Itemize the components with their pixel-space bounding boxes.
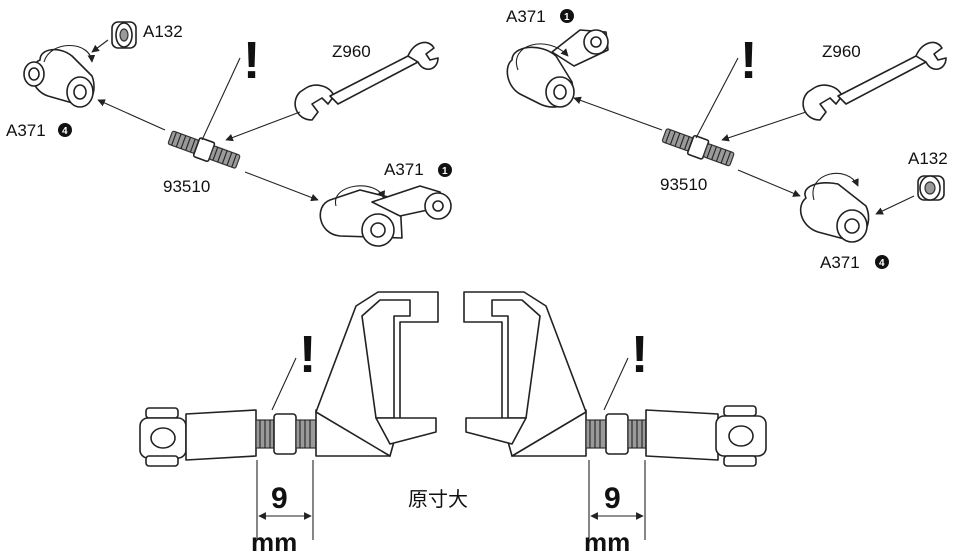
left-top-exclamation-icon: ! — [243, 32, 260, 90]
right-wrench-arrow — [721, 111, 807, 142]
left-scale-arm — [315, 291, 439, 457]
left-a371-top-part — [23, 48, 95, 108]
right-a132-arrow — [875, 195, 915, 215]
left-scale-exclamation-leader — [271, 357, 297, 411]
left-wrench-icon — [294, 41, 439, 121]
left-scale-rod-end — [185, 409, 257, 461]
left-a371-bottom-part — [319, 185, 452, 247]
left-dimension-value: 9 — [271, 482, 288, 515]
left-scale-exclamation-icon: ! — [299, 326, 316, 384]
left-a371-bottom-badge-text: 1 — [442, 166, 448, 177]
left-bottom-rotation-arrow-icon — [335, 185, 385, 207]
right-scale-ball-end — [715, 405, 767, 467]
left-top-exclamation-leader — [201, 57, 241, 141]
right-upper-arrow — [573, 96, 663, 131]
right-turnbuckle-93510 — [661, 128, 735, 167]
left-scale-assembly: ! 9 mm — [139, 291, 439, 555]
left-scale-ball-end — [139, 407, 187, 467]
right-a371-top-badge-text: 1 — [564, 12, 570, 23]
right-dimension-value: 9 — [604, 482, 621, 515]
right-scale-turnbuckle — [585, 413, 647, 455]
right-a371-top-label: A371 — [506, 7, 546, 26]
right-a371-top-part — [506, 29, 609, 108]
right-z960-label: Z960 — [822, 42, 861, 61]
left-93510-label: 93510 — [163, 177, 210, 196]
right-a132-cap — [917, 175, 945, 201]
right-bottom-rotation-arrow-icon — [812, 172, 859, 201]
right-a371-top-badge-icon — [560, 9, 574, 23]
right-scale-rod-end — [645, 409, 719, 461]
left-wrench-arrow — [225, 111, 301, 142]
right-scale-assembly: ! 9 mm — [463, 291, 767, 555]
left-turnbuckle-93510 — [167, 130, 241, 169]
right-a132-label: A132 — [908, 149, 948, 168]
right-top-exclamation-leader — [695, 57, 739, 139]
left-exploded-assembly: A132 A371 4 93510 ! — [6, 21, 452, 247]
right-exploded-assembly: A371 1 93510 ! Z960 A132 — [506, 7, 948, 272]
left-a371-top-label: A371 — [6, 121, 46, 140]
right-top-exclamation-icon: ! — [740, 32, 757, 90]
left-lower-arrow — [244, 171, 319, 202]
right-wrench-icon — [802, 41, 947, 121]
left-a132-arrow — [91, 39, 109, 53]
left-a371-top-badge-icon — [58, 123, 72, 137]
right-top-rotation-arrow-icon — [515, 43, 569, 71]
left-a132-label: A132 — [143, 22, 183, 41]
right-93510-label: 93510 — [660, 175, 707, 194]
right-a371-bottom-badge-icon — [875, 255, 889, 269]
left-z960-label: Z960 — [332, 42, 371, 61]
left-scale-turnbuckle — [255, 413, 317, 455]
left-top-rotation-arrow-icon — [43, 44, 96, 63]
left-a371-top-badge-text: 4 — [62, 126, 68, 137]
right-a371-bottom-label: A371 — [820, 253, 860, 272]
left-a132-cap — [111, 21, 137, 49]
right-lower-arrow — [737, 169, 801, 197]
right-a371-bottom-part — [799, 182, 870, 243]
right-dimension-unit: mm — [584, 527, 630, 555]
left-a371-bottom-label: A371 — [384, 160, 424, 179]
right-a371-bottom-badge-text: 4 — [879, 258, 885, 269]
right-scale-arm — [463, 291, 587, 457]
left-dimension-unit: mm — [251, 527, 297, 555]
left-a371-bottom-badge-icon — [438, 163, 452, 177]
left-upper-arrow — [97, 99, 166, 131]
right-scale-exclamation-icon: ! — [631, 326, 648, 384]
right-scale-exclamation-leader — [603, 357, 629, 411]
center-caption: 原寸大 — [408, 487, 468, 511]
